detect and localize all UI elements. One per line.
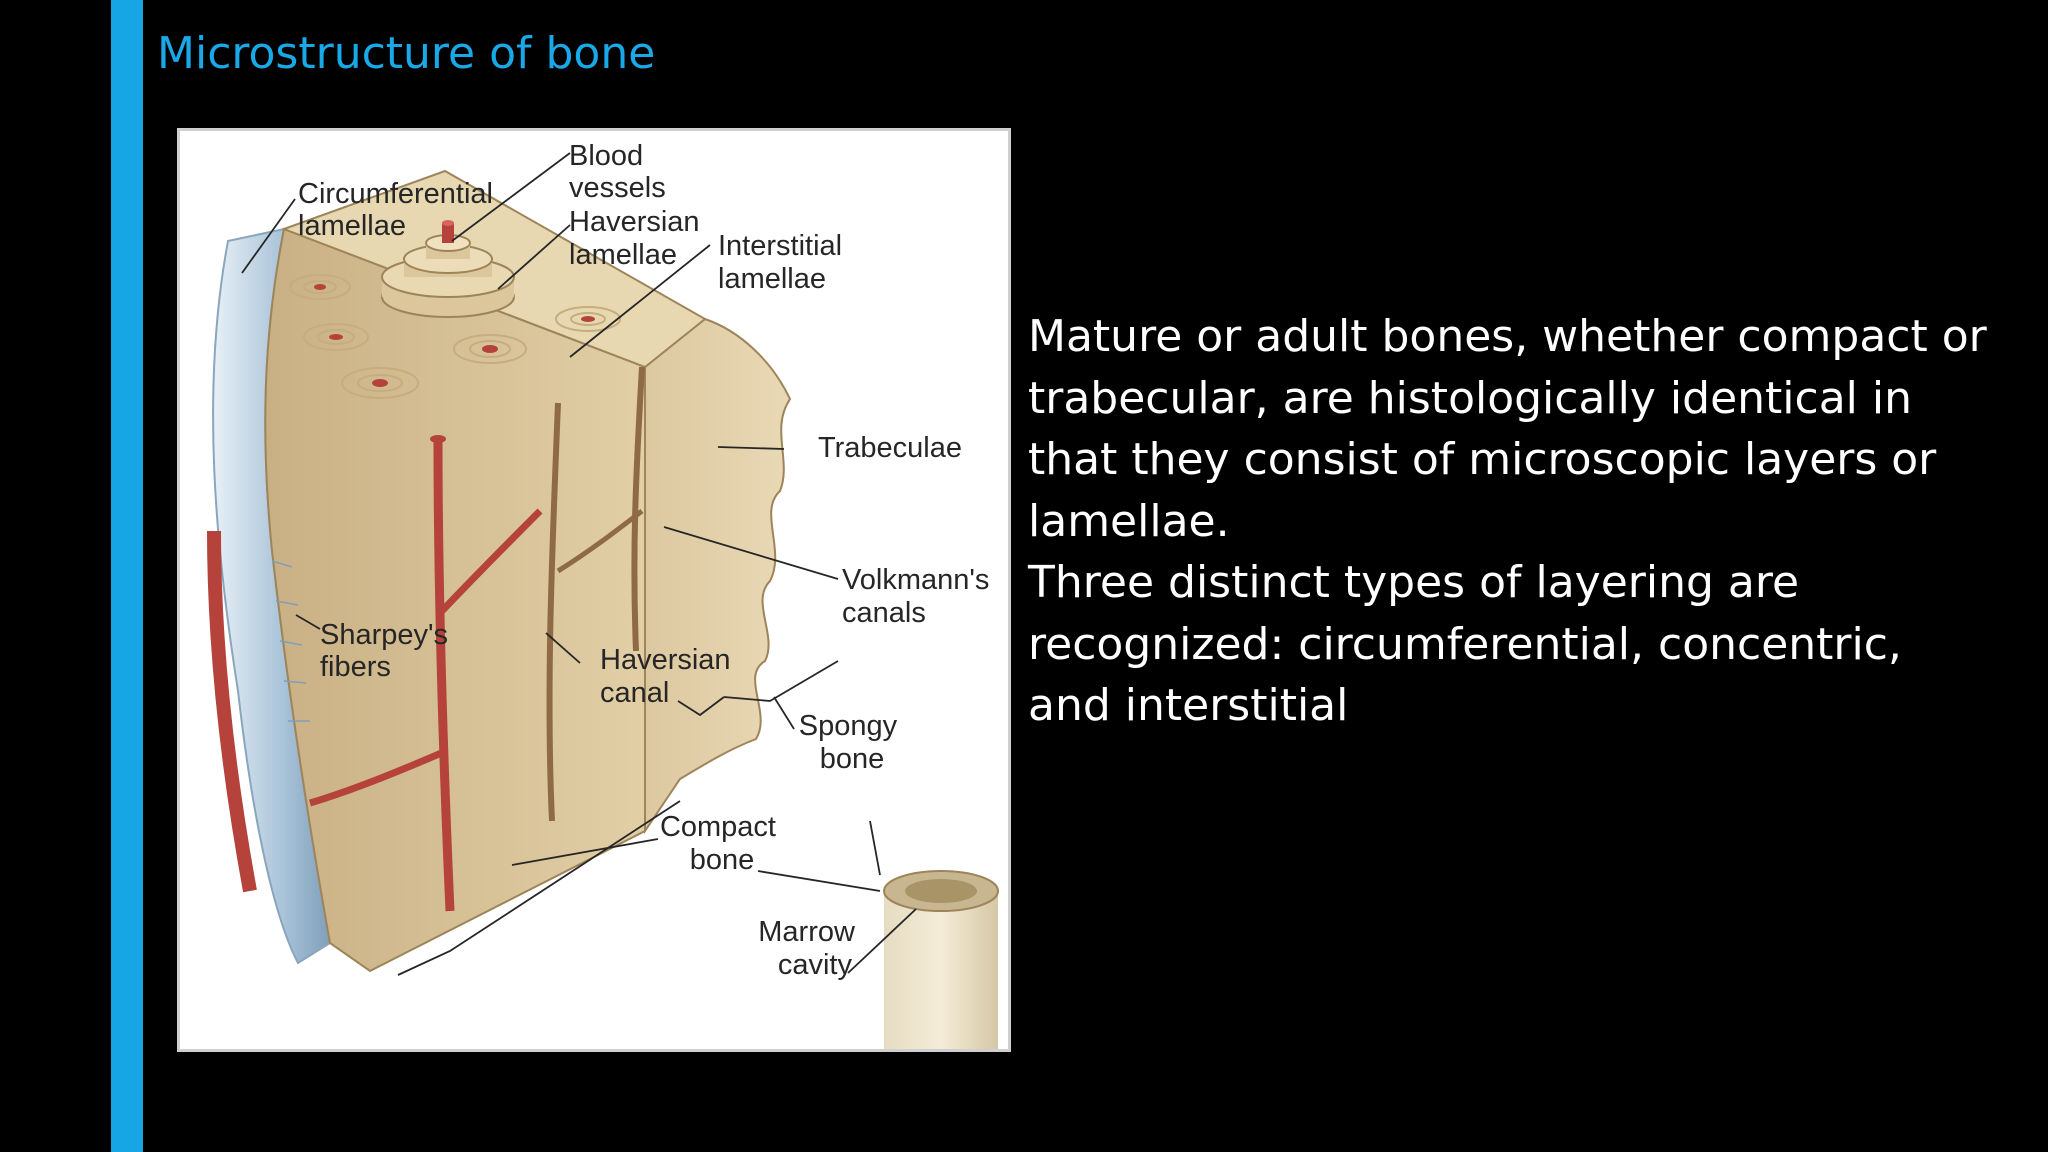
blood-vessel-branch bbox=[439, 508, 543, 614]
label-trabeculae: Trabeculae bbox=[818, 432, 962, 464]
label-circumferential-lamellae: Circumferential lamellae bbox=[298, 178, 501, 242]
sharpeys-fibers bbox=[271, 560, 310, 722]
label-volkmanns-canals: Volkmann's canals bbox=[842, 564, 997, 629]
accent-bar bbox=[111, 0, 143, 1152]
osteon-rings bbox=[289, 274, 621, 399]
periosteal-artery bbox=[207, 530, 257, 893]
stacked-osteon bbox=[381, 220, 515, 318]
slide-body-text: Mature or adult bones, whether compact o… bbox=[1028, 306, 1988, 737]
label-interstitial-lamellae: Interstitial lamellae bbox=[718, 230, 850, 295]
slide-title: Microstructure of bone bbox=[157, 28, 656, 79]
leader-lines bbox=[241, 152, 917, 976]
label-compact-bone: Compact bone bbox=[660, 811, 784, 876]
body-paragraph-1: Mature or adult bones, whether compact o… bbox=[1028, 311, 1987, 547]
bone-right-face bbox=[644, 317, 792, 835]
body-paragraph-2: Three distinct types of layering are rec… bbox=[1028, 557, 1902, 731]
label-haversian-lamellae: Haversian lamellae bbox=[569, 206, 708, 271]
label-marrow-cavity: Marrow cavity bbox=[758, 916, 863, 981]
label-haversian-canal: Haversian canal bbox=[600, 644, 739, 709]
label-spongy-bone: Spongy bone bbox=[799, 710, 905, 775]
haversian-canal bbox=[631, 366, 645, 652]
bone-illustration: Blood vessels Circumferential lamellae H… bbox=[207, 140, 999, 1049]
blood-vessel-branch bbox=[308, 747, 448, 807]
volkmanns-canal bbox=[556, 509, 644, 574]
bone-shaft bbox=[883, 870, 999, 1049]
haversian-canal bbox=[546, 402, 561, 822]
blood-vessel bbox=[433, 438, 455, 912]
bone-diagram: Blood vessels Circumferential lamellae H… bbox=[177, 128, 1011, 1052]
label-blood-vessels: Blood vessels bbox=[569, 140, 666, 204]
label-sharpeys-fibers: Sharpey's fibers bbox=[320, 619, 456, 683]
